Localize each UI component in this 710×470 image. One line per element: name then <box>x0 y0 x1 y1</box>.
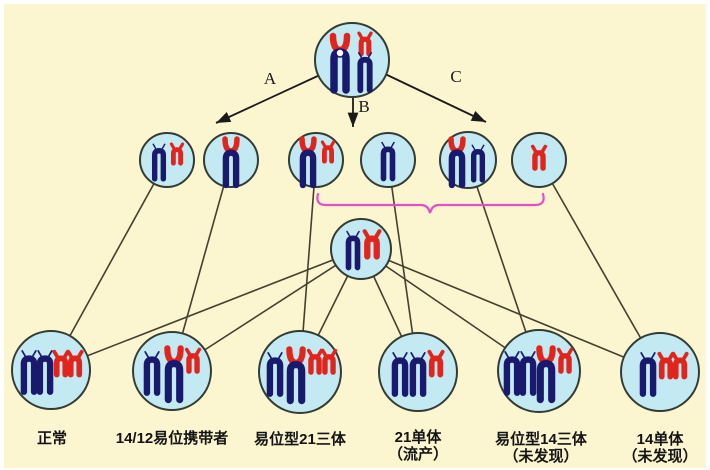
gamete-14-only <box>360 132 416 188</box>
chromosome-21-icon <box>556 347 574 374</box>
chromosome-14-icon <box>20 350 38 395</box>
chromosome-14-icon <box>151 143 167 182</box>
chromosome-fusion-14-21-icon <box>222 136 240 189</box>
outcome-text: 正常 <box>36 430 68 447</box>
gamete-normal <box>139 132 195 188</box>
offspring-monosomy-21-membrane <box>378 332 458 412</box>
offspring-normal <box>11 330 91 410</box>
gamete-translocation <box>203 132 259 189</box>
chromosome-14-icon <box>36 350 54 395</box>
chromosome-14-icon <box>143 351 161 396</box>
offspring-translocation-carrier-membrane <box>132 331 212 411</box>
outcome-text: 21单体 <box>394 429 442 446</box>
chromosome-14-icon <box>380 141 396 182</box>
chromosome-14-icon <box>519 351 537 396</box>
chromosome-21-icon <box>530 144 548 171</box>
outcome-text: 易位型21三体 <box>254 431 346 448</box>
chromosome-fusion-14-21-icon <box>299 136 317 189</box>
chromosome-fusion-14-21-icon <box>448 136 466 189</box>
gamete-normal-membrane <box>139 132 195 188</box>
offspring-translocation-carrier <box>132 331 212 411</box>
outcome-label-translocation-trisomy-14: 易位型14三体 （未发现） <box>495 431 587 465</box>
chromosome-14-icon <box>503 351 521 396</box>
outcome-subtext: （未发现） <box>622 448 698 465</box>
outcome-text: 14单体 <box>636 431 684 448</box>
branch-arrow-c <box>382 72 487 123</box>
offspring-monosomy-14 <box>620 332 700 412</box>
gamete-21-only-membrane <box>511 132 567 188</box>
branch-label-a: A <box>263 69 277 88</box>
chromosome-14-icon <box>266 352 284 397</box>
fusion-ring-icon <box>335 48 345 58</box>
outcome-text: 易位型14三体 <box>495 431 587 448</box>
gamete-translocation-plus-21 <box>288 132 344 189</box>
branch-label-c: C <box>450 67 462 86</box>
gamete-translocation-plus-14 <box>439 131 497 189</box>
chromosome-14-icon <box>409 352 427 397</box>
gamete-14-only-membrane <box>360 132 416 188</box>
chromosome-21-icon <box>427 349 445 378</box>
gamete-21-only <box>511 132 567 188</box>
chromosome-fusion-14-21-icon <box>536 345 556 404</box>
chromosome-21-icon <box>671 351 689 380</box>
offspring-monosomy-21 <box>378 332 458 412</box>
chromosome-14-icon <box>357 51 373 94</box>
chromosome-21-icon <box>320 348 338 375</box>
chromosome-fusion-14-21-icon <box>286 346 306 405</box>
chromosome-14-icon <box>345 230 361 271</box>
chromosome-21-icon <box>362 229 382 260</box>
outcome-label-monosomy-21: 21单体 （流产） <box>388 429 448 463</box>
outcome-subtext: （未发现） <box>503 448 579 465</box>
chromosome-21-icon <box>306 348 324 375</box>
chromosome-21-icon <box>184 347 202 374</box>
outcome-label-normal: 正常 <box>37 430 67 447</box>
chromosome-21-icon <box>320 140 336 164</box>
outcome-label-monosomy-14: 14单体 （未发现） <box>622 431 697 465</box>
branch-label-b: B <box>358 97 370 116</box>
chromosome-14-icon <box>391 352 409 397</box>
chromosome-21-icon <box>66 349 84 378</box>
offspring-translocation-trisomy-21 <box>258 330 342 414</box>
outcome-subtext: （流产） <box>387 446 449 463</box>
outcome-label-translocation-trisomy-21: 易位型21三体 <box>254 431 346 448</box>
offspring-translocation-trisomy-14 <box>497 329 581 413</box>
chromosome-21-icon <box>357 31 373 57</box>
outcome-text: 14/12易位携带者 <box>115 430 229 447</box>
carrier-parent-cell-membrane <box>314 22 390 98</box>
chromosome-14-icon <box>470 144 486 183</box>
chromosome-fusion-14-21-icon <box>164 345 184 404</box>
chromosome-21-icon <box>169 142 185 166</box>
descent-line <box>50 248 362 371</box>
descent-line <box>360 248 661 373</box>
normal-parent-gamete-cell <box>330 218 392 280</box>
chromosome-14-icon <box>639 352 657 397</box>
chromosome-fusion-14-21-icon <box>329 32 351 94</box>
descent-line <box>538 159 661 373</box>
outcome-label-translocation-carrier: 14/12易位携带者 <box>116 430 229 447</box>
gamete-group-brace <box>316 192 545 214</box>
gamete-translocation-membrane <box>203 132 259 188</box>
carrier-parent-cell <box>314 22 390 98</box>
branch-arrow-a <box>215 73 323 124</box>
normal-parent-gamete-cell-membrane <box>330 218 392 280</box>
